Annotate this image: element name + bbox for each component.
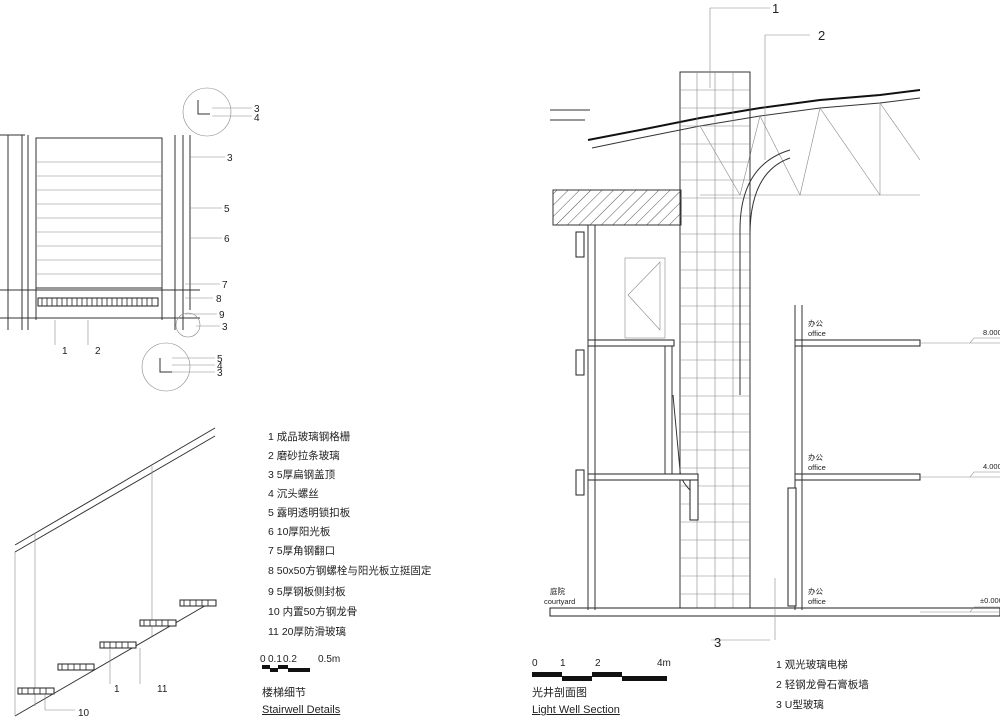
walls bbox=[587, 225, 803, 610]
plan-callout: 3 bbox=[254, 104, 260, 115]
plan-callout: 7 bbox=[222, 280, 228, 291]
plan-callout: 3 bbox=[227, 153, 233, 164]
legend-item: 11 20厚防滑玻璃 bbox=[268, 626, 346, 638]
legend-item: 1 成品玻璃钢格栅 bbox=[268, 431, 351, 443]
scale-label: 2 bbox=[595, 658, 601, 669]
stairwell-title-zh: 楼梯细节 bbox=[262, 687, 306, 699]
room-label-en: office bbox=[808, 597, 826, 606]
floor-slabs bbox=[549, 339, 1000, 617]
scale-label: 0 bbox=[532, 658, 538, 669]
lightwell-title-en: Light Well Section bbox=[532, 704, 620, 716]
room-label-en: courtyard bbox=[544, 597, 575, 606]
curved-glass-wall bbox=[739, 149, 791, 395]
stairwell-scale-bar: 0 0.1 0.2 0.5m bbox=[260, 654, 340, 672]
legend-item: 9 5厚钢板侧封板 bbox=[268, 586, 346, 598]
stairwell-isometric: 1 11 10 bbox=[14, 427, 217, 719]
plan-callout: 4 bbox=[217, 361, 223, 372]
window-frame bbox=[624, 257, 666, 339]
plan-callout: 1 bbox=[62, 346, 68, 357]
room-label-zh: 办公 bbox=[808, 586, 823, 596]
section-leader-lines bbox=[709, 7, 810, 641]
iso-callout: 10 bbox=[78, 708, 90, 719]
plan-callout: 8 bbox=[216, 294, 222, 305]
plan-leader-lines bbox=[54, 107, 252, 373]
plan-callout: 2 bbox=[95, 346, 101, 357]
legend-item: 6 10厚阳光板 bbox=[268, 526, 331, 538]
section-callout: 3 bbox=[714, 635, 721, 650]
room-label-zh: 庭院 bbox=[550, 586, 565, 596]
legend-item: 1 观光玻璃电梯 bbox=[776, 659, 848, 671]
plan-callout: 4 bbox=[254, 113, 260, 124]
scale-label: 4m bbox=[657, 658, 671, 669]
lightwell-section: 8.000 4.000 ±0.000 办公 office 办公 office 办… bbox=[544, 1, 1000, 650]
level-lines bbox=[920, 337, 1000, 613]
stairwell-plan: 3 4 3 5 6 7 8 9 3 5 4 3 1 2 bbox=[0, 87, 260, 392]
legend-item: 2 磨砂拉条玻璃 bbox=[268, 450, 340, 462]
level-label: 8.000 bbox=[983, 328, 1000, 337]
scale-label: 0.2 bbox=[283, 654, 297, 665]
room-label-en: office bbox=[808, 329, 826, 338]
plan-callout: 5 bbox=[217, 354, 223, 365]
level-label: 4.000 bbox=[983, 462, 1000, 471]
grating-bar bbox=[37, 297, 159, 307]
plan-callout: 5 bbox=[224, 204, 230, 215]
lightwell-title-zh: 光井剖面图 bbox=[532, 687, 587, 699]
plan-callout: 6 bbox=[224, 234, 230, 245]
roof-slab-hatched bbox=[552, 189, 682, 226]
legend-item: 10 内置50方钢龙骨 bbox=[268, 606, 358, 618]
legend-item: 7 5厚角钢翻口 bbox=[268, 545, 336, 557]
legend-item: 2 轻钢龙骨石膏板墙 bbox=[776, 679, 869, 691]
plan-callout: 3 bbox=[217, 368, 223, 379]
stairwell-title-en: Stairwell Details bbox=[262, 704, 341, 716]
iso-leader-lines bbox=[44, 648, 141, 711]
scale-label: 0.1 bbox=[268, 654, 282, 665]
legend-item: 3 5厚扁钢盖顶 bbox=[268, 469, 336, 481]
scale-label: 0 bbox=[260, 654, 266, 665]
detail-circle-top bbox=[182, 87, 232, 137]
section-callout: 1 bbox=[772, 1, 779, 16]
legend-item: 3 U型玻璃 bbox=[776, 699, 824, 711]
room-label-zh: 办公 bbox=[808, 452, 823, 462]
legend-item: 4 沉头螺丝 bbox=[268, 488, 319, 500]
lightwell-scale-bar: 0 1 2 4m bbox=[532, 658, 671, 681]
plan-callout: 9 bbox=[219, 310, 225, 321]
legend-item: 5 露明透明锁扣板 bbox=[268, 507, 351, 519]
scale-label: 0.5m bbox=[318, 654, 340, 665]
room-label-en: office bbox=[808, 463, 826, 472]
legend-item: 8 50x50方钢螺栓与阳光板立挺固定 bbox=[268, 565, 432, 577]
room-label-zh: 办公 bbox=[808, 318, 823, 328]
section-callout: 2 bbox=[818, 28, 825, 43]
plan-callout: 3 bbox=[222, 322, 228, 333]
iso-callout: 11 bbox=[157, 684, 168, 695]
stair-treads bbox=[36, 161, 162, 275]
detail-circle-mid bbox=[175, 312, 201, 338]
iso-callout: 1 bbox=[114, 684, 120, 695]
iso-treads bbox=[17, 599, 217, 695]
level-label: ±0.000 bbox=[980, 596, 1000, 605]
scale-label: 1 bbox=[560, 658, 566, 669]
detail-circle-bottom bbox=[141, 342, 191, 392]
